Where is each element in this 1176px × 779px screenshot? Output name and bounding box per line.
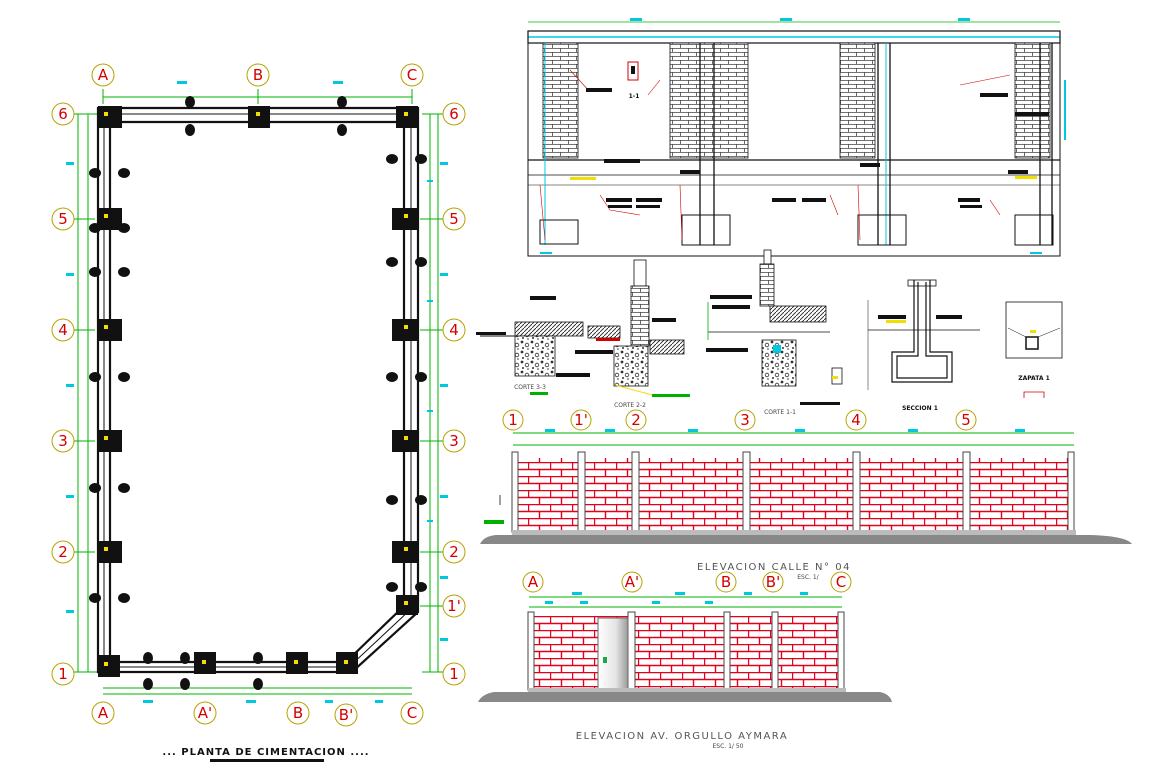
plan-top-axis-b: B bbox=[253, 66, 263, 84]
door bbox=[597, 617, 629, 691]
corte-3-3-detail: CORTE 3-3 bbox=[476, 296, 590, 395]
detail-sections: CORTE 3-3 CORTE 2-2 bbox=[476, 249, 1063, 416]
elevation-orgullo-aymara: A A' B B' C ELEVACION AV. ORGULLO AYMARA… bbox=[478, 571, 892, 750]
plan-bottom-axis-b: B bbox=[293, 704, 303, 722]
elev1-axis-3: 3 bbox=[740, 411, 750, 429]
plan-bottom-axis-a-prime: A' bbox=[198, 704, 212, 722]
plan-bottom-axis-c: C bbox=[407, 704, 417, 722]
plan-right-row-1: 1 bbox=[449, 665, 459, 683]
elev2-axis-a-prime: A' bbox=[625, 573, 639, 591]
plan-right-row-1-prime: 1' bbox=[447, 597, 461, 615]
plan-left-row-4: 4 bbox=[58, 321, 68, 339]
plan-left-row-1: 1 bbox=[58, 665, 68, 683]
plan-right-row-3: 3 bbox=[449, 432, 459, 450]
elev2-axis-b: B bbox=[721, 573, 731, 591]
elevation-1-title: ELEVACION CALLE N° 04 bbox=[697, 562, 851, 573]
corte-3-3-label: CORTE 3-3 bbox=[514, 384, 546, 391]
plan-title: ... PLANTA DE CIMENTACION .... bbox=[162, 747, 369, 758]
elev1-axis-1-prime: 1' bbox=[574, 411, 588, 429]
plan-bottom-axis-b-prime: B' bbox=[339, 706, 353, 724]
longitudinal-section: 1-1 bbox=[527, 18, 1066, 257]
foundation-plan: A B C A A' B B' C 6 5 4 3 2 1 6 5 4 3 2 … bbox=[51, 63, 466, 762]
corte-2-2-label: CORTE 2-2 bbox=[614, 402, 646, 409]
plan-right-row-5: 5 bbox=[449, 210, 459, 228]
corte-1-1-label: CORTE 1-1 bbox=[764, 409, 796, 416]
plan-right-row-2: 2 bbox=[449, 543, 459, 561]
elevation-2-title: ELEVACION AV. ORGULLO AYMARA bbox=[576, 731, 788, 742]
corte-1-1-detail: CORTE 1-1 bbox=[706, 249, 843, 416]
zapata-1-label: ZAPATA 1 bbox=[1018, 375, 1050, 382]
plan-top-axis-a: A bbox=[98, 66, 109, 84]
corte-2-2-detail: CORTE 2-2 bbox=[575, 259, 690, 409]
elev1-axis-2: 2 bbox=[631, 411, 641, 429]
seccion-1-label: SECCION 1 bbox=[902, 405, 938, 412]
plan-bottom-axis-a: A bbox=[98, 704, 109, 722]
zapata-1-detail: ZAPATA 1 bbox=[1005, 301, 1063, 398]
plan-left-row-3: 3 bbox=[58, 432, 68, 450]
elev1-axis-5: 5 bbox=[961, 411, 971, 429]
elevation-calle-04: 1 1' 2 3 4 5 ELEVACION CALLE N° 04 ESC. … bbox=[480, 409, 1132, 581]
plan-right-row-6: 6 bbox=[449, 105, 459, 123]
elev1-axis-4: 4 bbox=[851, 411, 861, 429]
plan-left-row-6: 6 bbox=[58, 105, 68, 123]
plan-right-row-4: 4 bbox=[449, 321, 459, 339]
elev1-axis-1: 1 bbox=[508, 411, 518, 429]
plan-left-row-2: 2 bbox=[58, 543, 68, 561]
seccion-1-detail: SECCION 1 bbox=[867, 279, 980, 412]
elev2-axis-a: A bbox=[528, 573, 539, 591]
elevation-2-scale: ESC. 1/ 50 bbox=[713, 743, 744, 750]
plan-left-row-5: 5 bbox=[58, 210, 68, 228]
elevation-1-scale: ESC. 1/ bbox=[797, 574, 819, 581]
section-mark-1-1: 1-1 bbox=[629, 93, 640, 100]
elev2-axis-b-prime: B' bbox=[766, 573, 780, 591]
plan-top-axis-c: C bbox=[407, 66, 417, 84]
elev2-axis-c: C bbox=[836, 573, 846, 591]
